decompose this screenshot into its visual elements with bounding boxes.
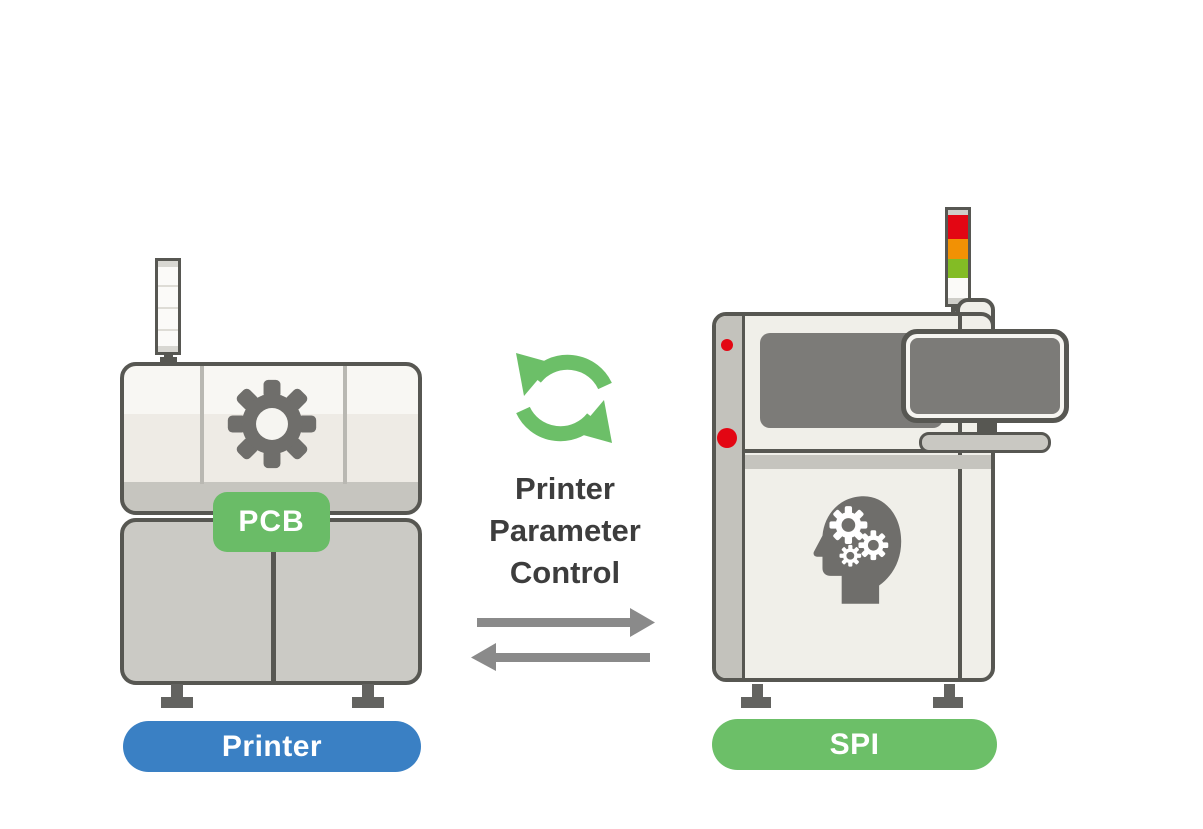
gear-icon [227,379,317,469]
tower-segment-line [158,329,178,331]
printer-leg [171,684,183,699]
spi-side-strip [716,316,742,678]
printer-signal-tower [155,258,181,355]
flow-caption: Printer Parameter Control [440,468,690,594]
tower-light-orange [948,239,968,259]
status-dot-small [721,339,733,351]
tower-light-red [948,215,968,239]
printer-foot [352,697,384,708]
tower-segment-line [158,285,178,287]
spi-horizontal-divider [742,449,991,453]
flow-caption-line: Parameter [489,513,641,548]
panel-divider [343,366,347,484]
spi-gray-band [745,455,991,469]
tower-base [158,346,178,352]
arrow-right-icon [477,608,655,637]
tower-cap [948,210,968,215]
tower-base [948,298,968,304]
spi-label-pill: SPI [712,719,997,770]
spi-column-divider [958,316,962,678]
spi-foot [933,697,963,708]
flow-caption-line: Control [509,555,621,590]
tower-neck [164,352,173,358]
pcb-badge: PCB [213,492,330,552]
spi-signal-tower [945,207,971,307]
tower-neck-base [160,357,177,364]
tower-light-green [948,259,968,278]
monitor-screen [910,338,1060,414]
ai-head-gears-icon [813,496,902,604]
printer-label-pill: Printer [123,721,421,772]
spi-leg [752,684,763,699]
flow-caption-line: Printer [515,471,615,506]
tower-cap [158,261,178,267]
panel-divider [200,366,204,484]
sync-arrows-icon [516,353,612,443]
tower-light-off [948,278,968,298]
tower-segment-line [158,307,178,309]
spi-leg [944,684,955,699]
printer-foot [161,697,193,708]
keyboard-tray [919,432,1051,453]
printer-leg [362,684,374,699]
spi-foot [741,697,771,708]
arrow-left-icon [471,643,650,671]
strip-divider [742,316,745,678]
cabinet-door-divider [271,522,276,681]
status-dot-large [717,428,737,448]
monitor [901,329,1069,423]
bidirectional-arrows [471,608,655,671]
